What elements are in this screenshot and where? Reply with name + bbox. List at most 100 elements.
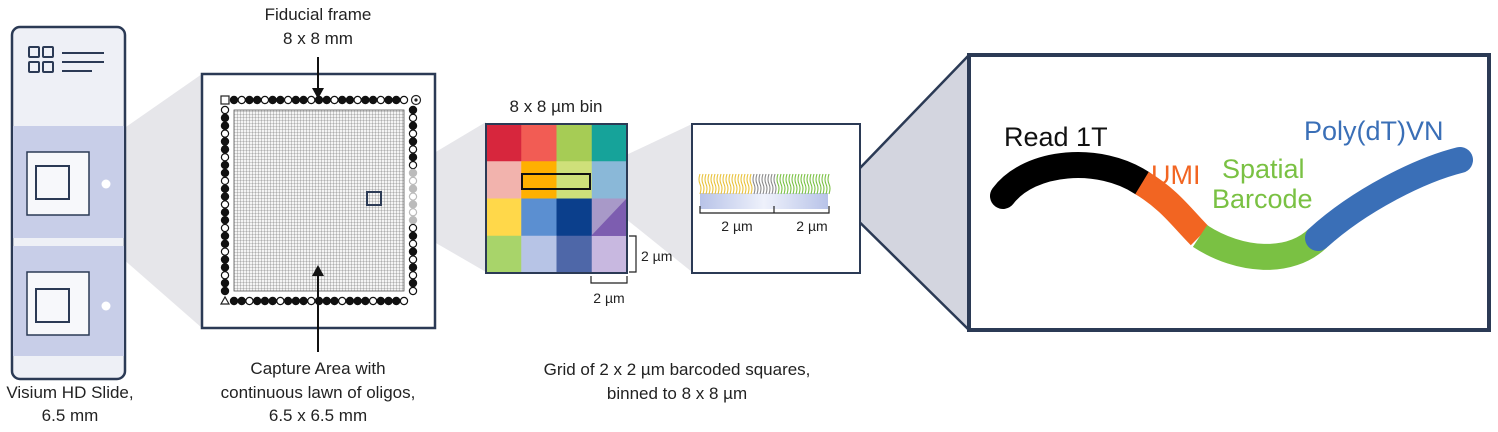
- read1t-segment: [990, 152, 1155, 209]
- oligo-strand: [761, 173, 765, 195]
- slide-dot-2: [101, 301, 111, 311]
- fiducial-dot: [345, 296, 355, 306]
- fiducial-dot: [330, 296, 339, 306]
- fiducial-dot: [408, 184, 418, 193]
- fiducial-frame-panel: Fiducial frame 8 x 8 mm Capture Area wit…: [200, 5, 486, 425]
- fiducial-dot: [220, 271, 230, 280]
- slide-label-line1: Visium HD Slide,: [6, 383, 133, 402]
- fiducial-dot: [276, 95, 285, 105]
- fiducial-dot: [276, 296, 285, 306]
- spatial-label-line1: Spatial: [1222, 154, 1305, 184]
- oligo-strand: [788, 173, 792, 195]
- bin-cell: [521, 198, 557, 237]
- fiducial-dot: [299, 95, 308, 105]
- fiducial-dot: [291, 95, 301, 105]
- fiducial-dot: [361, 296, 370, 306]
- oligo-strand: [824, 173, 828, 195]
- bin-grid-border: [485, 123, 628, 274]
- oligo-strand: [803, 173, 807, 195]
- fiducial-title-line1: Fiducial frame: [265, 5, 372, 24]
- oligo-strand: [725, 173, 729, 195]
- fiducial-dot: [345, 95, 355, 105]
- fiducial-dot: [408, 105, 418, 115]
- capture-label-line2: continuous lawn of oligos,: [221, 383, 416, 402]
- oligo-strand: [737, 173, 741, 195]
- fiducial-dot: [229, 296, 239, 306]
- fiducial-dot: [268, 95, 277, 105]
- polydt-segment: [1305, 147, 1473, 251]
- oligo-strand: [764, 173, 768, 195]
- fiducial-dot: [291, 296, 301, 306]
- fiducial-dot: [237, 95, 246, 105]
- slide-dot-1: [101, 179, 111, 189]
- fiducial-dot: [408, 223, 418, 233]
- oligo-strand: [740, 173, 744, 195]
- fiducial-dot: [220, 153, 230, 162]
- oligo-strand: [767, 173, 771, 195]
- bin-cell: [591, 235, 628, 274]
- oligo-strand: [728, 173, 732, 195]
- oligo-dimension-left: 2 µm: [721, 218, 752, 234]
- oligo-strand: [719, 173, 723, 195]
- fiducial-dot: [220, 247, 230, 256]
- capture-label-line3: 6.5 x 6.5 mm: [269, 406, 367, 425]
- bin-cell: [486, 198, 522, 237]
- bin-cell: [556, 161, 593, 199]
- fiducial-dot: [408, 239, 418, 248]
- fiducial-dot: [353, 296, 362, 306]
- bin-cell: [556, 124, 593, 162]
- bin-cell: [486, 124, 522, 162]
- fiducial-dot: [220, 278, 230, 288]
- oligo-strand: [752, 173, 756, 195]
- fiducial-dot: [408, 113, 418, 123]
- oligo-gradient-band: [700, 193, 828, 209]
- fiducial-dot: [361, 95, 370, 105]
- fiducial-dot: [220, 137, 230, 146]
- slide-capture-area-2: [26, 271, 90, 336]
- capture-label-line1: Capture Area with: [250, 359, 385, 378]
- fiducial-corner-square: [220, 95, 230, 105]
- fiducial-dot: [408, 255, 418, 264]
- oligo-strand: [701, 173, 705, 195]
- fiducial-dot: [408, 215, 418, 225]
- fiducial-dot: [384, 296, 393, 306]
- slide-label-line2: 6.5 mm: [42, 406, 99, 425]
- bin-cell: [486, 161, 522, 199]
- capture-area-lawn: [233, 109, 405, 292]
- fiducial-dot: [220, 192, 230, 201]
- fiducial-corner-target: [410, 94, 422, 106]
- bin-title: 8 x 8 µm bin: [510, 97, 603, 116]
- bin-cell: [486, 235, 522, 274]
- bin-cell: [521, 161, 557, 199]
- molecule-panel: Read 1T UMI Spatial Barcode Poly(dT)VN: [967, 53, 1491, 332]
- fiducial-dot: [220, 215, 230, 225]
- fiducial-dot: [220, 223, 230, 233]
- fiducial-dot: [408, 153, 418, 162]
- fiducial-dot: [283, 95, 293, 105]
- grid-caption-line1: Grid of 2 x 2 µm barcoded squares,: [544, 360, 811, 379]
- fiducial-dot: [220, 263, 230, 272]
- bin-side-bracket: [629, 235, 637, 273]
- oligo-strand: [710, 173, 714, 195]
- fiducial-dot: [408, 160, 418, 170]
- fiducial-dot: [408, 200, 418, 209]
- fiducial-dot: [307, 296, 316, 306]
- bin-cell: [521, 235, 557, 274]
- oligo-strand: [713, 173, 717, 195]
- bin-highlight-row: [521, 173, 591, 190]
- oligo-dimension-right: 2 µm: [796, 218, 827, 234]
- bin-side-dimension: 2 µm: [641, 248, 672, 264]
- oligo-strand: [743, 173, 747, 195]
- oligo-strand: [731, 173, 735, 195]
- oligo-strand: [815, 173, 819, 195]
- fiducial-dot: [268, 296, 277, 306]
- oligo-strand: [782, 173, 786, 195]
- umi-segment: [1134, 171, 1210, 246]
- fiducial-arrow-head: [312, 88, 324, 99]
- fiducial-dot: [314, 95, 324, 105]
- fiducial-dot: [220, 176, 230, 186]
- oligo-strand: [806, 173, 810, 195]
- fiducial-dot: [237, 296, 246, 306]
- fiducial-dot: [408, 168, 418, 178]
